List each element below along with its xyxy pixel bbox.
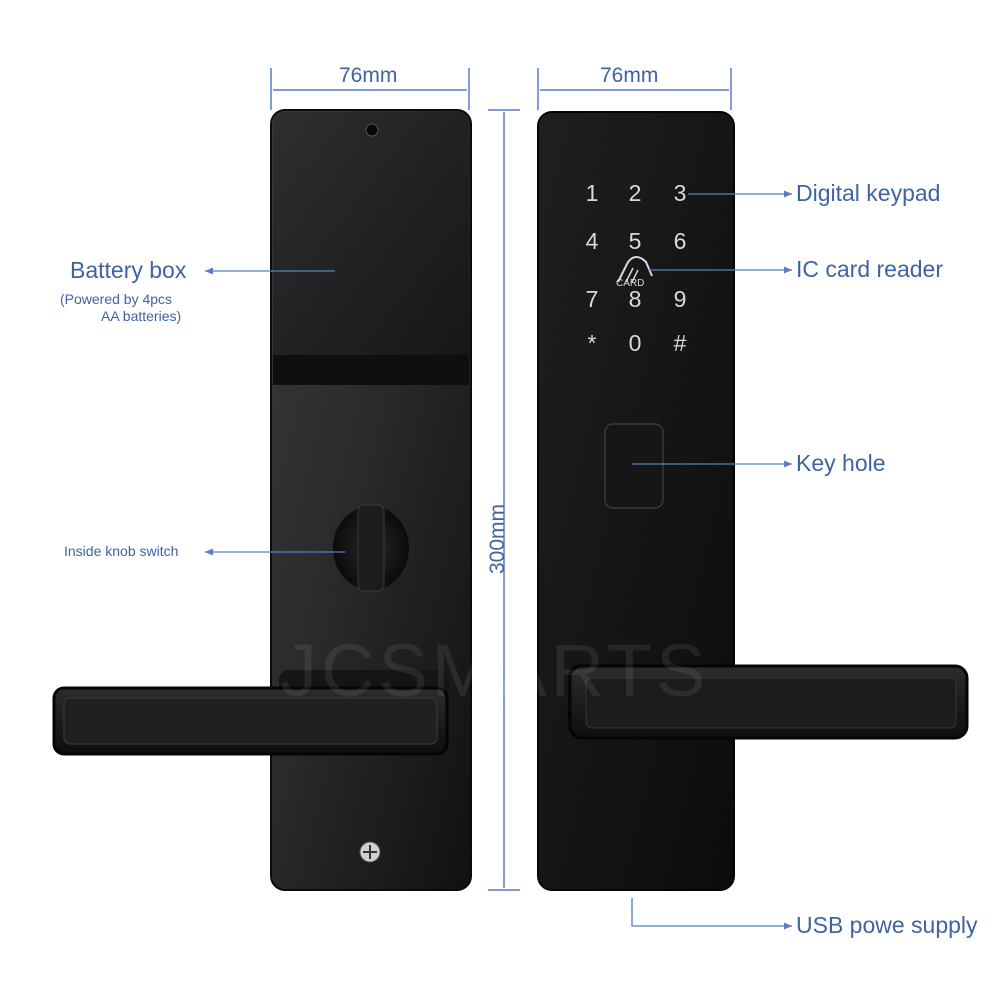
outside-panel — [537, 111, 969, 891]
screw-slot-icon — [363, 845, 377, 859]
key-4: 4 — [585, 228, 599, 254]
battery-note-line1: (Powered by 4pcs — [60, 291, 173, 307]
battery-box-band — [273, 355, 469, 385]
inside-panel — [52, 109, 472, 891]
dim-width-right-label: 76mm — [600, 64, 659, 87]
key-8: 8 — [628, 286, 642, 312]
key-hole-label: Key hole — [796, 450, 886, 476]
card-reader-icon-inner — [625, 267, 639, 283]
card-label: CARD — [616, 278, 645, 289]
key-9: 9 — [673, 286, 687, 312]
key-6: 6 — [673, 228, 687, 254]
battery-note-line2: AA batteries) — [101, 308, 182, 324]
usb-supply-label: USB powe supply — [796, 912, 978, 938]
card-reader-icon — [617, 256, 653, 283]
key-hole-cover — [604, 423, 664, 509]
digital-keypad-label: Digital keypad — [796, 180, 941, 206]
key-hash: # — [673, 330, 687, 356]
key-7: 7 — [585, 286, 599, 312]
key-1: 1 — [585, 180, 599, 206]
battery-screw-icon — [365, 123, 379, 137]
ic-card-reader-label: IC card reader — [796, 256, 944, 282]
key-star: * — [587, 330, 597, 356]
dim-height-label: 300mm — [486, 503, 509, 575]
knob-switch-bar — [357, 504, 385, 592]
battery-box-cover — [273, 112, 469, 367]
key-2: 2 — [628, 180, 642, 206]
outside-handle-face — [585, 677, 957, 729]
key-3: 3 — [673, 180, 687, 206]
knob-switch-label: Inside knob switch — [64, 543, 179, 559]
inside-handle-face — [63, 697, 438, 745]
key-5: 5 — [628, 228, 642, 254]
dim-width-left-label: 76mm — [339, 64, 398, 87]
callout-leaders — [205, 190, 792, 930]
key-0: 0 — [628, 330, 642, 356]
battery-box-label: Battery box — [70, 257, 187, 283]
dimension-lines — [270, 68, 732, 891]
watermark: JCSMARTS — [280, 629, 710, 712]
leader-usb — [631, 898, 792, 930]
